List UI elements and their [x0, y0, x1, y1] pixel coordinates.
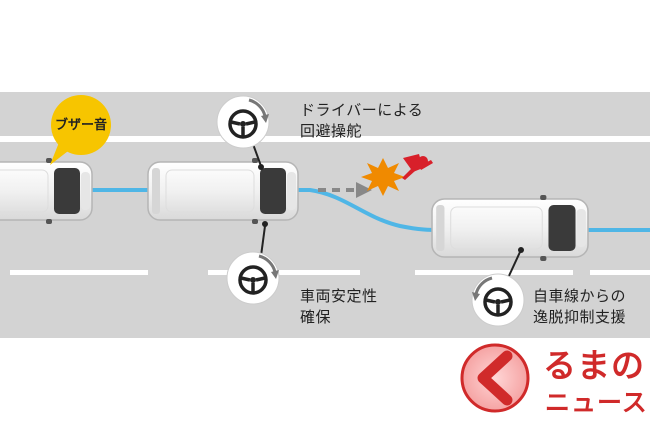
steering-wheel-icon-driver [215, 94, 271, 170]
logo-text-line2: ニュース [545, 388, 648, 417]
driver-avoidance-label: ドライバーによる 回避操舵 [300, 100, 423, 142]
obstacle-arrow [318, 182, 372, 198]
steering-wheel-icon-stability [225, 221, 281, 306]
rotate-arrow-icon [248, 98, 267, 117]
kuruma-news-logo [460, 343, 530, 413]
buzzer-label: ブザー音 [54, 118, 107, 133]
vehicle-stability-line1: 車両安定性 [300, 287, 378, 305]
lane-departure-label: 自車線からの 逸脱抑制支援 [533, 286, 626, 328]
lane-departure-line2: 逸脱抑制支援 [533, 308, 627, 326]
vehicle-stability-line2: 確保 [300, 308, 332, 326]
car-left [0, 157, 93, 225]
car-middle [147, 157, 299, 225]
rotate-arrow-icon [258, 254, 277, 273]
buzzer-bubble [50, 95, 111, 165]
lane-departure-line1: 自車線からの [533, 287, 627, 305]
lane-markings [0, 136, 650, 275]
vehicle-stability-label: 車両安定性 確保 [300, 286, 378, 328]
driver-avoidance-line2: 回避操舵 [300, 122, 363, 140]
car-right [431, 194, 589, 262]
logo-text-line1: るまの [543, 346, 645, 385]
impact-burst-icon [361, 158, 405, 196]
pedestrian-icon [402, 154, 433, 180]
steering-wheel-icon-lane [470, 247, 526, 328]
driver-avoidance-line1: ドライバーによる [300, 101, 424, 119]
rotate-arrow-icon [474, 276, 493, 295]
